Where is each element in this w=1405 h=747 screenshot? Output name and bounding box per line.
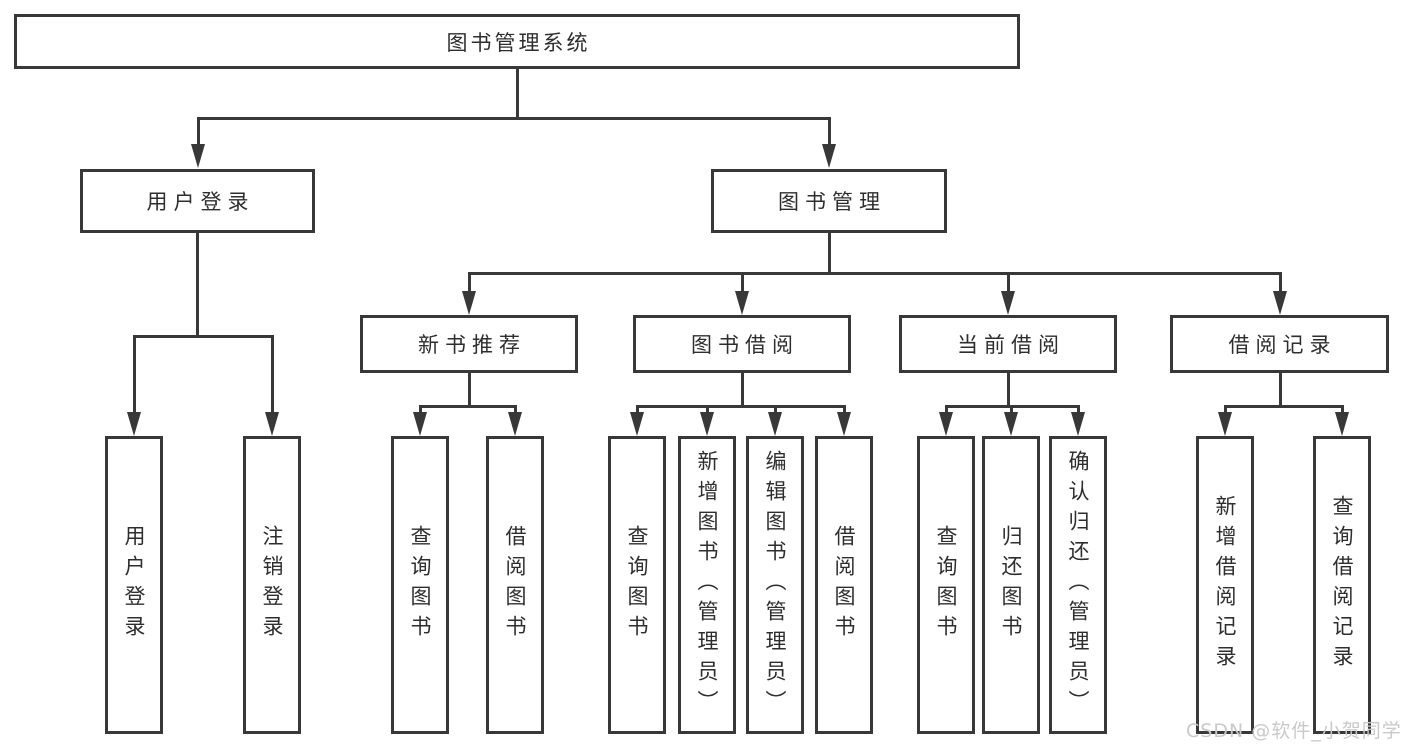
arrow-down-icon [1273, 291, 1287, 315]
leaf-records-query-borrow-record: 查询借阅记录 [1313, 436, 1371, 734]
connector-new-book-rec-stem [468, 373, 471, 408]
arrow-down-icon [735, 291, 749, 315]
connector-stub [636, 405, 639, 415]
arrow-down-icon [822, 144, 836, 168]
connector-stub [706, 405, 709, 415]
arrow-down-icon [265, 412, 279, 436]
connector-root-stem [516, 69, 519, 119]
connector-drop-book-mgmt [828, 117, 831, 147]
connector-stub [514, 405, 517, 415]
arrow-down-icon [768, 412, 782, 436]
csdn-watermark: CSDN @软件_小贺同学 [1186, 720, 1402, 742]
arrow-down-icon [630, 412, 644, 436]
arrow-down-icon [413, 412, 427, 436]
connector-drop-new-book-rec [468, 272, 471, 294]
node-new-book-recommend: 新书推荐 [360, 315, 578, 373]
connector-stub [1010, 405, 1013, 415]
leaf-records-add-borrow-record: 新增借阅记录 [1196, 436, 1254, 734]
connector-drop-current-borrow [1007, 272, 1010, 294]
connector-drop-leaf-logout [271, 335, 274, 414]
connector-stub [1341, 405, 1344, 415]
connector-stub [419, 405, 422, 415]
arrow-down-icon [1071, 412, 1085, 436]
leaf-borrowing-edit-books-admin: 编辑图书（管理员） [746, 436, 804, 734]
leaf-recommend-query-books: 查询图书 [391, 436, 449, 734]
leaf-current-query-books: 查询图书 [917, 436, 975, 734]
connector-drop-borrow-records [1279, 272, 1282, 294]
node-library-management-system: 图书管理系统 [14, 14, 1020, 69]
leaf-borrowing-add-books-admin: 新增图书（管理员） [678, 436, 736, 734]
connector-stub [945, 405, 948, 415]
connector-group-e-rail [1224, 405, 1344, 408]
connector-drop-leaf-user-login [133, 335, 136, 414]
connector-drop-book-borrow [741, 272, 744, 294]
arrow-down-icon [939, 412, 953, 436]
leaf-recommend-borrow-books: 借阅图书 [486, 436, 544, 734]
connector-drop-user-login [197, 117, 200, 147]
arrow-down-icon [837, 412, 851, 436]
leaf-borrowing-query-books: 查询图书 [608, 436, 666, 734]
connector-user-login-stem [196, 233, 199, 338]
arrow-down-icon [1218, 412, 1232, 436]
connector-group-b-rail [419, 405, 517, 408]
arrow-down-icon [700, 412, 714, 436]
connector-group-a-rail [133, 335, 274, 338]
arrow-down-icon [1004, 412, 1018, 436]
connector-stub [1077, 405, 1080, 415]
connector-group-c-rail [636, 405, 846, 408]
node-book-management: 图书管理 [711, 169, 947, 233]
arrow-down-icon [462, 291, 476, 315]
arrow-down-icon [1335, 412, 1349, 436]
node-book-borrowing: 图书借阅 [633, 315, 851, 373]
arrow-down-icon [191, 144, 205, 168]
leaf-current-confirm-return-admin: 确认归还（管理员） [1049, 436, 1107, 734]
arrow-down-icon [1001, 291, 1015, 315]
node-user-login: 用户登录 [80, 169, 315, 233]
connector-book-borrow-stem [741, 373, 744, 408]
connector-stub [843, 405, 846, 415]
node-borrowing-records: 借阅记录 [1170, 315, 1389, 373]
connector-level2-rail [197, 117, 831, 120]
leaf-current-return-books: 归还图书 [982, 436, 1040, 734]
leaf-logout-login: 注销登录 [243, 436, 301, 734]
arrow-down-icon [127, 412, 141, 436]
arrow-down-icon [508, 412, 522, 436]
connector-book-mgmt-stem [828, 233, 831, 275]
leaf-borrowing-borrow-books: 借阅图书 [815, 436, 873, 734]
node-current-borrowing: 当前借阅 [899, 315, 1117, 373]
connector-stub [1224, 405, 1227, 415]
connector-borrow-records-stem [1279, 373, 1282, 408]
connector-current-borrow-stem [1007, 373, 1010, 408]
leaf-user-login: 用户登录 [105, 436, 163, 734]
connector-stub [774, 405, 777, 415]
connector-level3-rail [468, 272, 1282, 275]
